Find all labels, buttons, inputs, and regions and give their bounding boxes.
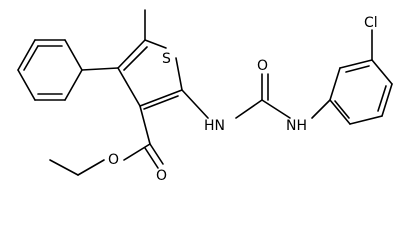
bond (139, 105, 151, 145)
chlorine-atom: Cl (364, 15, 378, 31)
bond (329, 67, 341, 101)
amide-nh-right: NH (286, 118, 307, 134)
bond (64, 69, 83, 101)
bond (339, 59, 373, 69)
bond (349, 115, 383, 125)
amide-nh-left: HN (204, 118, 225, 134)
urea-oxygen-atom: O (257, 58, 268, 74)
bond (139, 89, 183, 107)
bond-double-inner (377, 85, 387, 112)
structure-canvas: S O HN NH O O Cl (17, 9, 393, 184)
bond (144, 39, 167, 49)
bond (123, 143, 151, 161)
bond (235, 99, 263, 119)
bond (17, 69, 36, 101)
ester-carbonyl-bond (149, 143, 164, 165)
bond (371, 59, 393, 85)
bond (175, 57, 183, 91)
bond-double-inner (143, 95, 179, 110)
bond (329, 99, 351, 125)
bond-double-inner (23, 45, 39, 71)
ester-single-oxygen-atom: O (108, 152, 119, 168)
bond (311, 99, 331, 119)
ester-double-oxygen-atom: O (156, 168, 167, 184)
chlorophenyl-ring (329, 59, 393, 125)
bond (64, 39, 83, 71)
bond-double-inner (123, 46, 148, 71)
bond (117, 67, 141, 107)
ethyl-bond (49, 159, 79, 176)
bond (181, 89, 209, 119)
phenyl-ring (17, 39, 83, 101)
ester-carbonyl-bond-double (144, 147, 159, 169)
bond (81, 67, 119, 71)
bond (381, 83, 393, 117)
bond-double-inner (334, 100, 350, 119)
chemical-structure: S O HN NH O O Cl (17, 9, 393, 184)
thiophene-ring (117, 39, 183, 110)
bond (17, 39, 36, 71)
bond (77, 159, 105, 176)
bond-double-inner (345, 65, 370, 73)
bond (261, 99, 291, 119)
sulfur-atom: S (162, 51, 171, 67)
bond (117, 39, 146, 69)
